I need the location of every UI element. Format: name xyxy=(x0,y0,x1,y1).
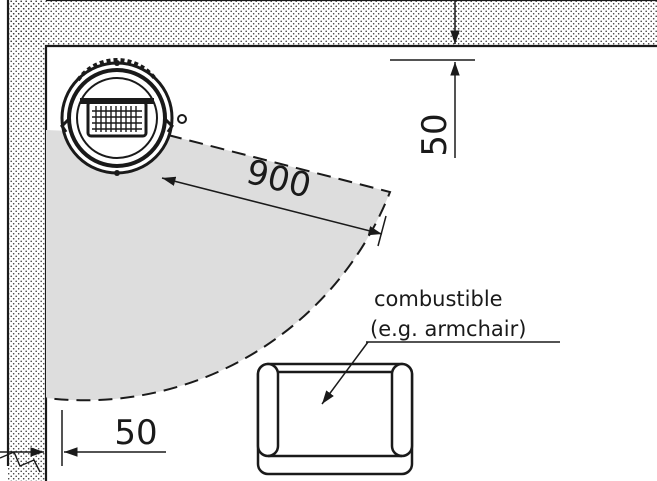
clearance-zone-boundary xyxy=(45,134,392,402)
dimension-top-gap xyxy=(390,0,475,158)
dimension-top-gap-label: 50 xyxy=(415,113,455,156)
clearance-zone xyxy=(46,130,390,401)
dimension-left-gap-label: 50 xyxy=(114,413,157,453)
dimension-radius xyxy=(161,176,387,247)
wall-top xyxy=(8,0,657,46)
armchair xyxy=(256,362,414,476)
combustible-leader-arrow xyxy=(321,341,369,405)
wall-left xyxy=(8,0,46,481)
wall-break-line xyxy=(0,451,41,473)
combustible-label-line2: (e.g. armchair) xyxy=(370,317,526,341)
combustible-label-line1: combustible xyxy=(374,287,503,311)
stove xyxy=(60,57,187,176)
dimension-left-gap xyxy=(0,410,166,466)
